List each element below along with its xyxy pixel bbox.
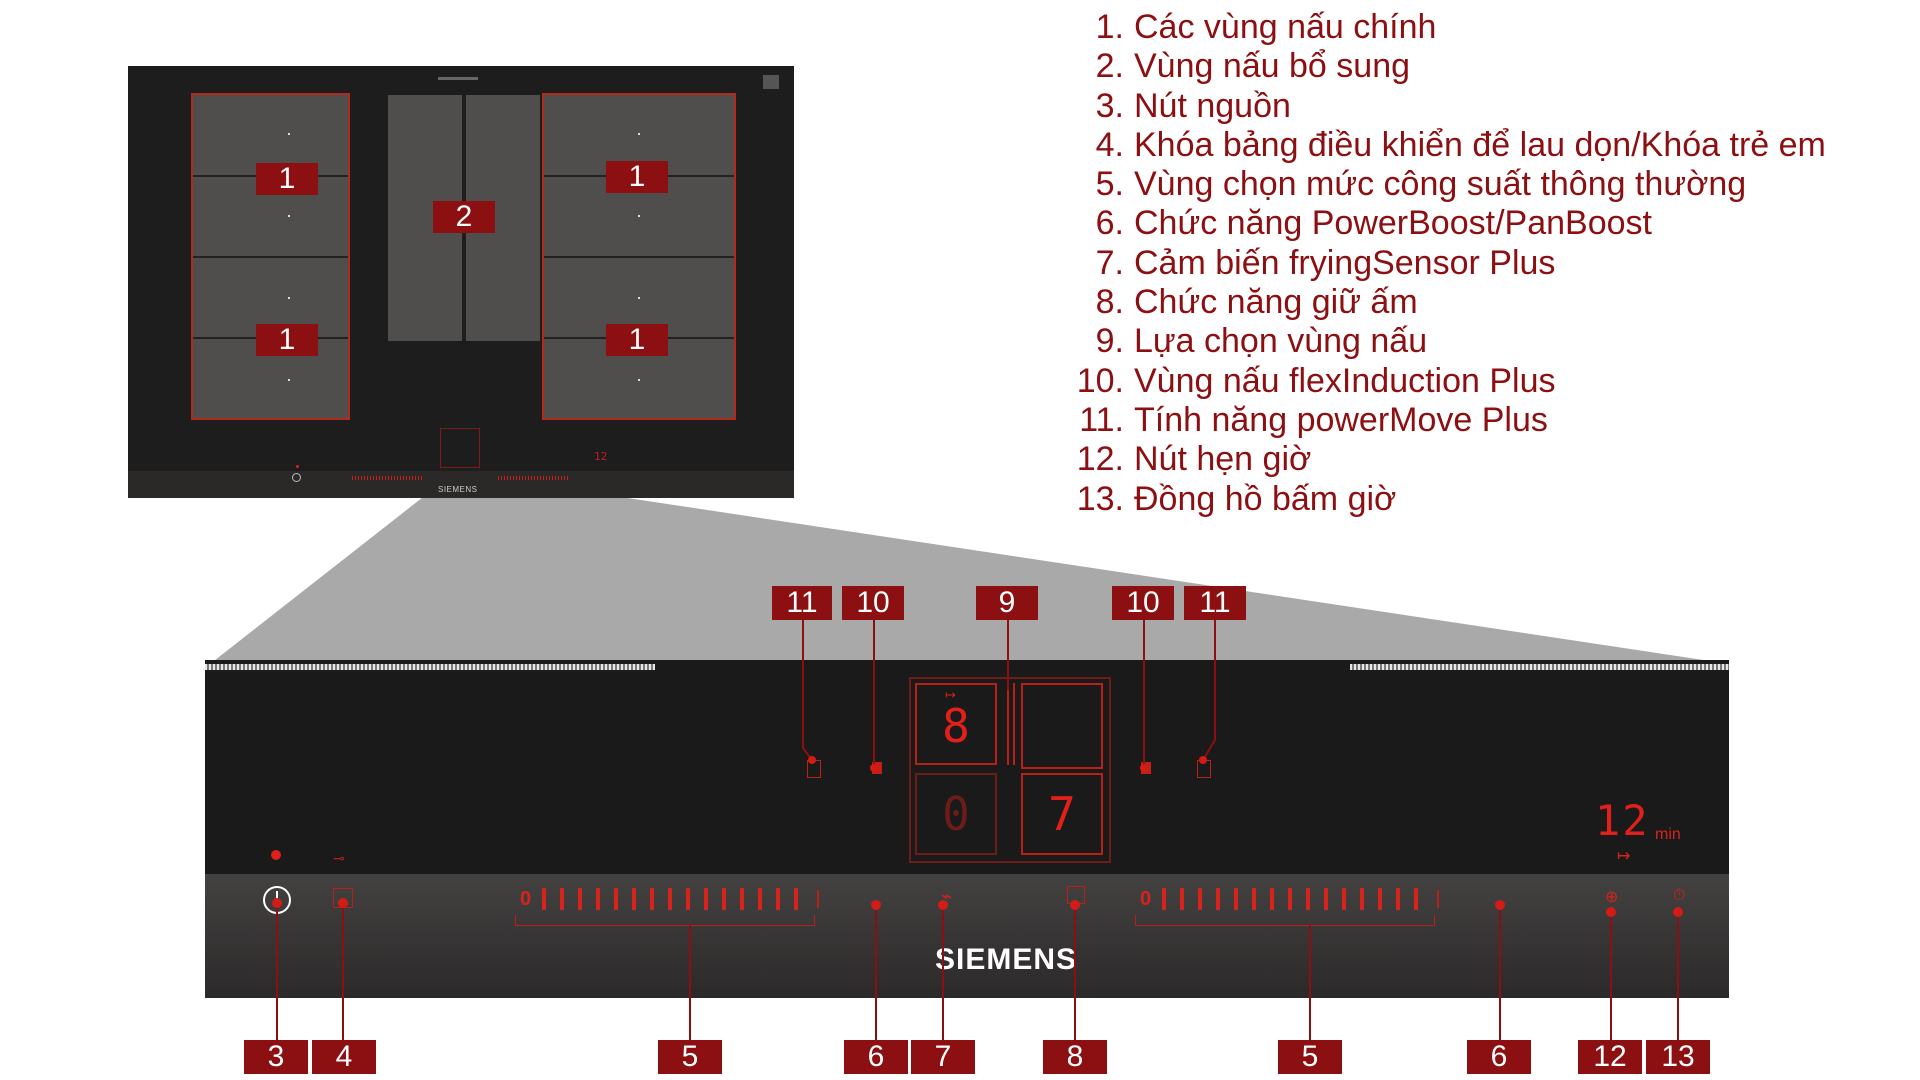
power-led bbox=[271, 850, 281, 860]
legend-item: 12.Nút hẹn giờ bbox=[1076, 440, 1312, 479]
badge-fryingsensor: 7 bbox=[911, 1040, 975, 1074]
cooktop-overview: 1 1 2 1 1 12 SIEMENS bbox=[128, 66, 794, 498]
badge-keepwarm: 8 bbox=[1043, 1040, 1107, 1074]
brand-logo: SIEMENS bbox=[935, 943, 1078, 976]
mini-zone-selector bbox=[440, 428, 480, 468]
badge-powermove: 11 bbox=[772, 586, 832, 620]
timer-unit: min bbox=[1655, 826, 1681, 843]
legend-item: 11.Tính năng powerMove Plus bbox=[1079, 400, 1548, 439]
zone-display-bottom-right: 7 bbox=[1021, 773, 1103, 855]
badge-powermove: 11 bbox=[1184, 586, 1246, 620]
legend-item: 7.Cảm biến fryingSensor Plus bbox=[1095, 243, 1556, 282]
cooktop-label-right bbox=[763, 75, 779, 89]
mini-power-dot bbox=[296, 465, 299, 468]
badge-powerboost: 6 bbox=[1467, 1040, 1531, 1074]
legend-item: 8.Chức năng giữ ấm bbox=[1095, 283, 1418, 322]
legend-item: 6.Chức năng PowerBoost/PanBoost bbox=[1095, 204, 1652, 243]
panel-edge-right bbox=[1350, 664, 1729, 670]
badge-main-zone: 1 bbox=[256, 324, 318, 356]
panel-edge-left bbox=[205, 664, 655, 670]
mini-control-bar bbox=[128, 471, 794, 498]
zone-display-divider bbox=[1007, 683, 1009, 765]
badge-slider: 5 bbox=[658, 1040, 722, 1074]
badge-powerboost: 6 bbox=[844, 1040, 908, 1074]
badge-timer: 12 bbox=[1578, 1040, 1642, 1074]
power-icon bbox=[276, 891, 278, 903]
stopwatch-button[interactable]: ⏱ bbox=[1673, 887, 1686, 904]
mini-slider-left bbox=[352, 476, 422, 480]
main-zone-left bbox=[191, 93, 350, 420]
legend-item: 1.Các vùng nấu chính bbox=[1095, 8, 1437, 46]
zone-selector-display: ↦ 8 0 7 bbox=[909, 677, 1111, 863]
badge-flexinduction: 10 bbox=[1112, 586, 1174, 620]
slider-bracket-left bbox=[515, 915, 815, 926]
zone-display-top-right bbox=[1021, 683, 1103, 769]
zone-display-top-left: ↦ 8 bbox=[915, 683, 997, 765]
timer-display: 12 bbox=[1595, 796, 1650, 845]
key-lock-icon: ⊸ bbox=[333, 850, 345, 866]
legend-item: 4.Khóa bảng điều khiển để lau dọn/Khóa t… bbox=[1095, 125, 1826, 164]
legend-list: 1.Các vùng nấu chính 2.Vùng nấu bổ sung … bbox=[1040, 8, 1900, 519]
mini-brand-logo: SIEMENS bbox=[438, 485, 478, 494]
legend-item: 2.Vùng nấu bổ sung bbox=[1095, 47, 1411, 86]
badge-power: 3 bbox=[244, 1040, 308, 1074]
fryingsensor-button[interactable]: ⌁ bbox=[941, 886, 952, 906]
legend-item: 13.Đồng hồ bấm giờ bbox=[1076, 479, 1397, 518]
badge-zone-select: 9 bbox=[976, 586, 1038, 620]
mini-power-icon bbox=[292, 473, 301, 482]
power-slider-left[interactable]: 0 bbox=[520, 888, 810, 910]
badge-slider: 5 bbox=[1278, 1040, 1342, 1074]
timer-arrow-icon: ↦ bbox=[1617, 848, 1631, 865]
mini-timer: 12 bbox=[594, 450, 608, 463]
powerboost-button-left[interactable] bbox=[817, 890, 831, 908]
main-zone-right bbox=[542, 93, 736, 420]
slider-bracket-right bbox=[1135, 915, 1435, 926]
badge-main-zone: 1 bbox=[606, 324, 668, 356]
control-panel-detail: ↦ 8 0 7 12 min ↦ ⊸ 0 0 ⌁ ⊕ bbox=[205, 660, 1729, 998]
power-slider-right[interactable]: 0 bbox=[1140, 888, 1430, 910]
legend-item: 10.Vùng nấu flexInduction Plus bbox=[1076, 361, 1556, 400]
badge-aux-zone: 2 bbox=[433, 201, 495, 233]
flex-arrow-icon: ↦ bbox=[945, 687, 956, 702]
control-band bbox=[205, 874, 1729, 998]
mini-slider-right bbox=[498, 476, 568, 480]
badge-main-zone: 1 bbox=[606, 161, 668, 193]
powerboost-button-right[interactable] bbox=[1437, 890, 1451, 908]
zone-display-bottom-left: 0 bbox=[915, 773, 997, 855]
badge-flexinduction: 10 bbox=[842, 586, 904, 620]
legend-item: 3.Nút nguồn bbox=[1095, 86, 1291, 125]
legend-item: 9.Lựa chọn vùng nấu bbox=[1095, 322, 1428, 361]
zone-display-divider bbox=[1013, 683, 1015, 765]
badge-lock: 4 bbox=[312, 1040, 376, 1074]
badge-main-zone: 1 bbox=[256, 163, 318, 195]
badge-stopwatch: 13 bbox=[1646, 1040, 1710, 1074]
legend-item: 5.Vùng chọn mức công suất thông thường bbox=[1095, 165, 1747, 204]
timer-button[interactable]: ⊕ bbox=[1605, 889, 1619, 906]
cooktop-label-left bbox=[438, 77, 478, 80]
